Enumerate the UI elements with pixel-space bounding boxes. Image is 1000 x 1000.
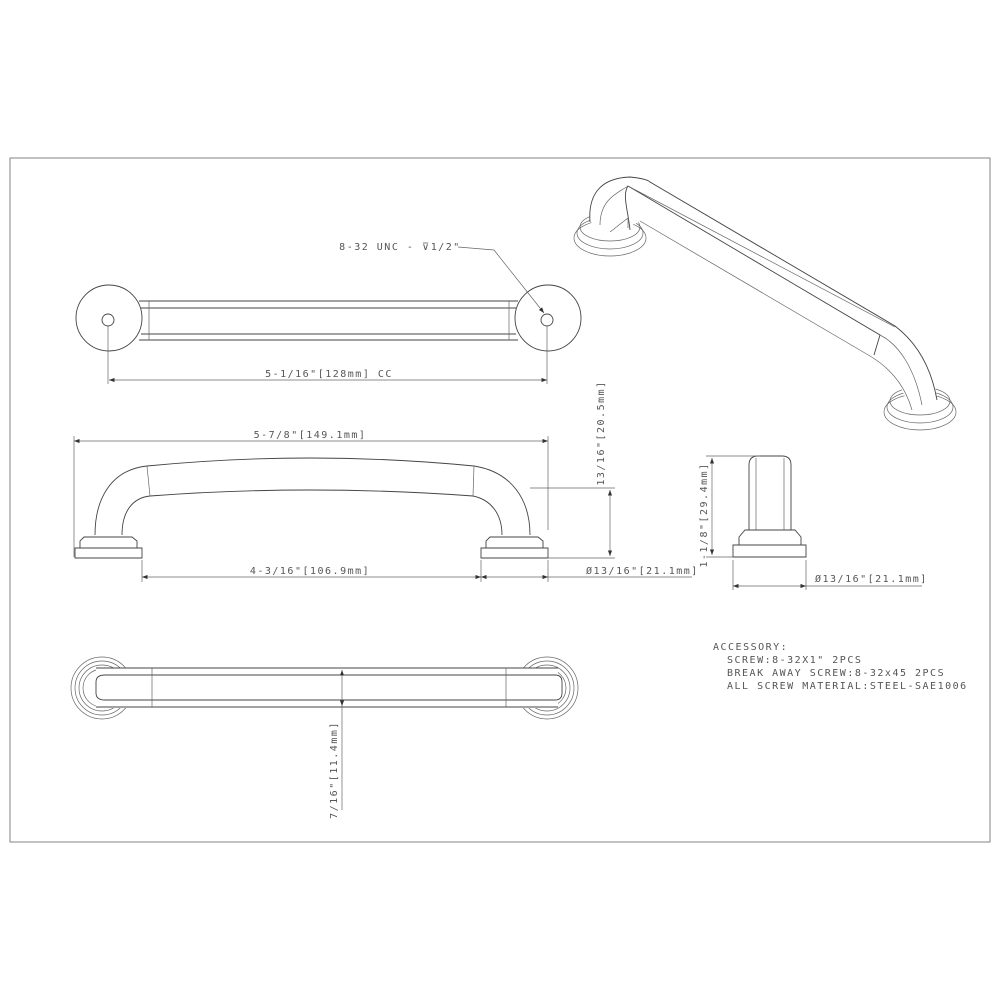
accessory-title: ACCESSORY:	[713, 642, 788, 653]
height-dimension: 13/16"[20.5mm]	[596, 380, 607, 485]
cc-dimension: 5-1/16"[128mm] CC	[265, 369, 393, 380]
accessory-note: ACCESSORY: SCREW:8-32X1" 2PCS BREAK AWAY…	[713, 642, 968, 692]
base-diameter-dimension: Ø13/16"[21.1mm]	[586, 565, 699, 577]
sheet-border	[9, 157, 991, 843]
accessory-line: BREAK AWAY SCREW:8-32x45 2PCS	[727, 668, 945, 679]
projection-dimension: 1-1/8"[29.4mm]	[699, 462, 710, 567]
side-view: 1-1/8"[29.4mm] Ø13/16"[21.1mm]	[699, 455, 928, 590]
accessory-line: ALL SCREW MATERIAL:STEEL-SAE1006	[727, 681, 968, 692]
thread-callout: 8-32 UNC - ⊽1/2"	[339, 242, 461, 253]
bottom-view: 7/16"[11.4mm]	[70, 656, 579, 819]
front-view: 5-7/8"[149.1mm] 13/16"[20.5mm] 4-3/16"[1…	[73, 380, 699, 582]
inner-length-dimension: 4-3/16"[106.9mm]	[250, 566, 370, 577]
perspective-view	[573, 176, 957, 431]
top-view: 5-1/16"[128mm] CC 8-32 UNC - ⊽1/2"	[75, 242, 582, 384]
overall-length-dimension: 5-7/8"[149.1mm]	[254, 430, 367, 441]
width-dimension: 7/16"[11.4mm]	[329, 721, 340, 819]
accessory-line: SCREW:8-32X1" 2PCS	[727, 655, 862, 666]
side-base-diameter-dimension: Ø13/16"[21.1mm]	[815, 573, 928, 585]
